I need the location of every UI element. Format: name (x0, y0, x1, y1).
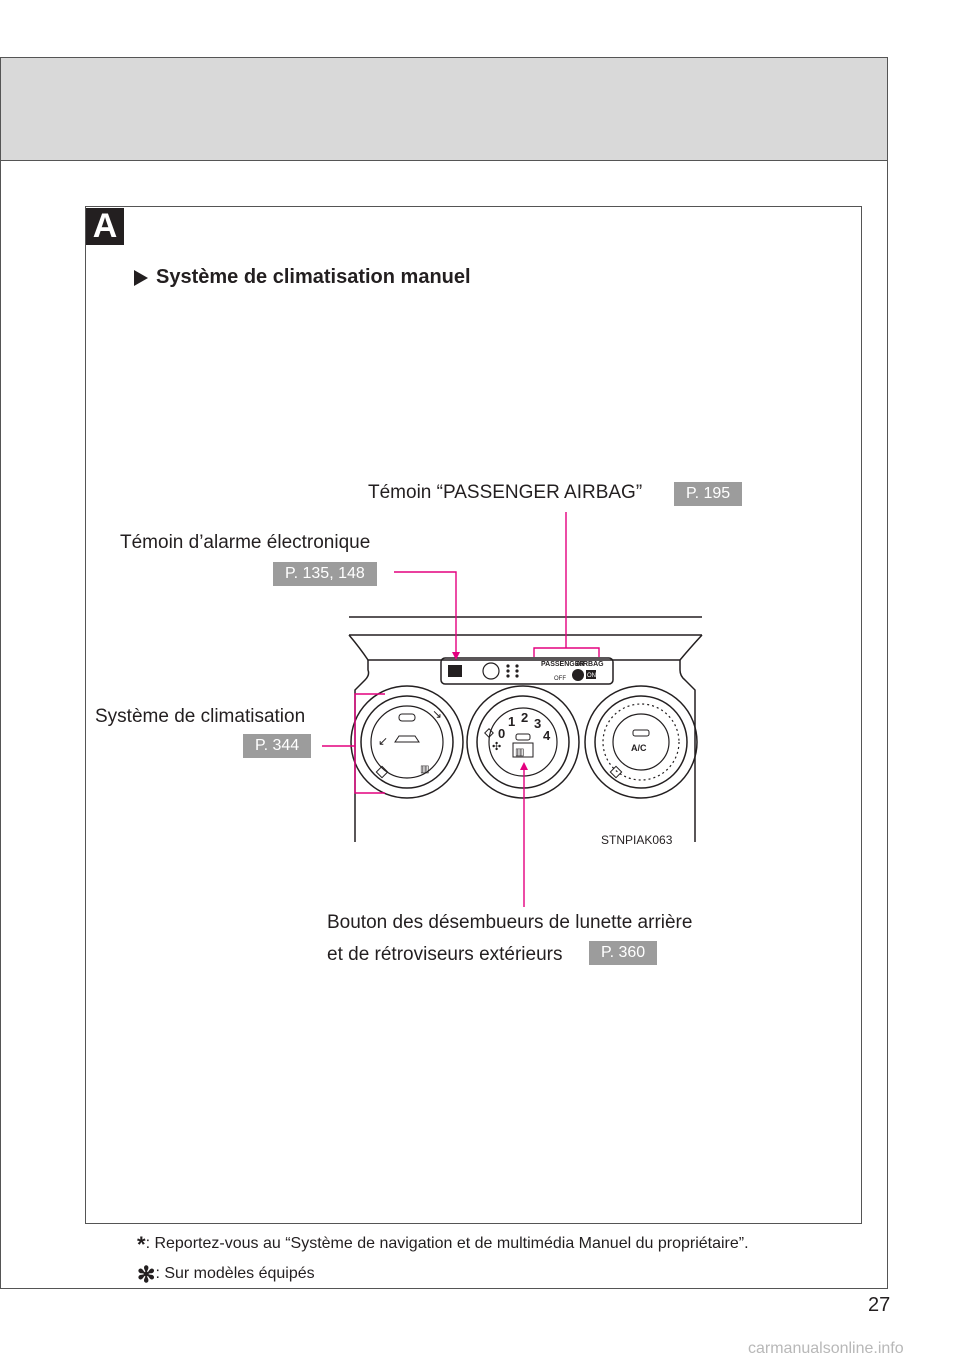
electronic-alarm-ref[interactable]: P. 135, 148 (273, 562, 377, 586)
fan-speed-1: 1 (508, 714, 515, 729)
fan-speed-0: 0 (498, 726, 505, 741)
illustration-code: STNPIAK063 (601, 833, 673, 847)
panel-airbag-text: AIRBAG (576, 661, 604, 668)
content-box (85, 206, 862, 1224)
footnote-1: *: Reportez-vous au “Système de navigati… (137, 1232, 749, 1258)
footnote-2: ✻: Sur modèles équipés (137, 1262, 315, 1288)
section-title: Système de climatisation manuel (134, 266, 471, 289)
panel-off-text: OFF (554, 676, 566, 682)
page-number: 27 (868, 1294, 891, 1316)
svg-text:▥: ▥ (515, 747, 524, 758)
svg-text:✣: ✣ (492, 741, 501, 753)
fan-speed-4: 4 (543, 728, 551, 743)
passenger-airbag-ref[interactable]: P. 195 (674, 482, 743, 506)
footnote-2-text: : Sur modèles équipés (155, 1265, 315, 1282)
asterisk-icon: * (137, 1232, 146, 1257)
page-frame (0, 57, 888, 1289)
star-icon: ✻ (137, 1262, 156, 1287)
watermark: carmanualsonline.info (748, 1340, 904, 1357)
panel-passenger-text: PASSENGER (541, 661, 584, 668)
climate-system-ref[interactable]: P. 344 (243, 734, 312, 758)
defogger-ref[interactable]: P. 360 (589, 941, 658, 965)
fan-speed-3: 3 (534, 716, 541, 731)
footnote-1-text: : Reportez-vous au “Système de navigatio… (145, 1235, 749, 1252)
svg-text:↙: ↙ (378, 734, 388, 748)
climate-system-label: Système de climatisation (95, 706, 306, 727)
section-title-text: Système de climatisation manuel (156, 266, 471, 288)
defogger-label-line1: Bouton des désembueurs de lunette arrièr… (327, 912, 693, 933)
section-badge: A (86, 207, 124, 245)
passenger-airbag-label: Témoin “PASSENGER AIRBAG” (368, 482, 643, 503)
triangle-bullet-icon (134, 269, 148, 286)
svg-text:↘: ↘ (432, 707, 442, 721)
defogger-label-line2: et de rétroviseurs extérieurs (327, 944, 563, 965)
ac-label: A/C (631, 743, 647, 753)
fan-speed-2: 2 (521, 710, 528, 725)
electronic-alarm-label: Témoin d’alarme électronique (120, 532, 371, 553)
panel-on-text: ON (587, 673, 596, 679)
svg-text:▥: ▥ (420, 764, 429, 775)
header-band (0, 57, 888, 161)
